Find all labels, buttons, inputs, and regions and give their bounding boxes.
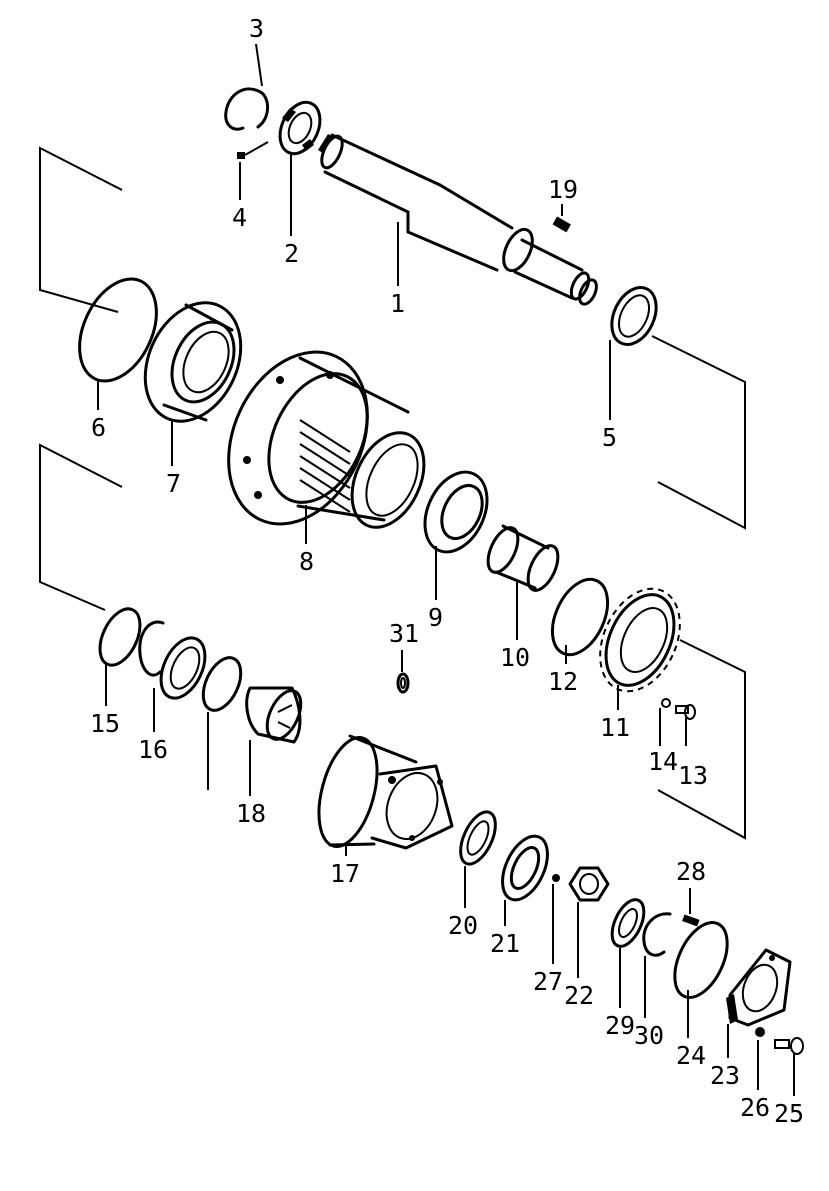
- label-part-16: 16: [138, 735, 168, 764]
- part-15-o-ring: [98, 607, 142, 667]
- label-part-9: 9: [428, 603, 443, 632]
- part-28-screw: [682, 914, 700, 927]
- part-2-bearing: [278, 100, 322, 156]
- leader-lines: [97, 43, 795, 1096]
- label-part-15: 15: [90, 709, 120, 738]
- label-part-2: 2: [284, 239, 299, 268]
- label-part-13: 13: [678, 761, 708, 790]
- label-part-3: 3: [249, 14, 264, 43]
- label-part-23: 23: [710, 1061, 740, 1090]
- part-26-washer: [755, 1027, 765, 1037]
- label-part-17: 17: [330, 859, 360, 888]
- assembly-bracket-lines: [39, 146, 746, 840]
- label-part-6: 6: [91, 413, 106, 442]
- part-20-washer: [459, 810, 497, 866]
- label-part-31: 31: [389, 619, 419, 648]
- part-29-washer: [610, 898, 646, 948]
- part-30-lock-plate: [642, 912, 672, 957]
- part-25-bolt: [774, 1037, 804, 1055]
- label-part-12: 12: [548, 667, 578, 696]
- part-13-bolt: [675, 704, 696, 720]
- part-19-key: [552, 216, 571, 233]
- label-part-20: 20: [448, 911, 478, 940]
- part-17-housing: [317, 734, 454, 850]
- label-part-25: 25: [774, 1099, 804, 1128]
- label-part-22: 22: [564, 981, 594, 1010]
- part-7-bearing: [143, 301, 243, 423]
- part-23-cover: [726, 948, 792, 1027]
- label-part-8: 8: [299, 547, 314, 576]
- label-part-19: 19: [548, 175, 578, 204]
- part-27-ball: [552, 874, 560, 882]
- part-31-fitting: [396, 672, 410, 694]
- label-part-27: 27: [533, 967, 563, 996]
- label-part-29: 29: [605, 1011, 635, 1040]
- label-part-18: 18: [236, 799, 266, 828]
- part-8-hub: [227, 350, 426, 529]
- part-18-bushing: [245, 686, 303, 744]
- part-3-snap-ring: [224, 87, 269, 131]
- label-part-28: 28: [676, 857, 706, 886]
- label-part-10: 10: [500, 643, 530, 672]
- label-part-26: 26: [740, 1093, 770, 1122]
- part-5-ring: [610, 286, 658, 346]
- part-11-gear: [599, 587, 681, 693]
- label-part-4: 4: [232, 203, 247, 232]
- part-1-shaft: [318, 133, 598, 306]
- label-part-21: 21: [490, 929, 520, 958]
- part-9-bearing: [423, 470, 489, 554]
- part-21-washer: [501, 834, 549, 902]
- part-22-nut: [568, 866, 610, 902]
- label-part-24: 24: [676, 1041, 706, 1070]
- part-16-seal: [138, 620, 207, 700]
- part-24-o-ring: [673, 921, 729, 999]
- part-4-pin: [237, 152, 245, 159]
- label-part-14: 14: [648, 747, 678, 776]
- label-part-30: 30: [634, 1021, 664, 1050]
- part-10-sleeve: [486, 524, 560, 592]
- label-part-11: 11: [600, 713, 630, 742]
- label-part-7: 7: [166, 469, 181, 498]
- part-12-o-ring: [550, 577, 610, 657]
- label-part-5: 5: [602, 423, 617, 452]
- part-number-labels: 3 19 4 2 1 6 5 7 8 31 9 10 12 11 14 13 1…: [90, 14, 804, 1128]
- label-part-1: 1: [390, 289, 405, 318]
- unlabeled-o-ring: [201, 656, 243, 712]
- part-6-snap-ring: [78, 277, 158, 383]
- part-14-washer: [661, 698, 671, 708]
